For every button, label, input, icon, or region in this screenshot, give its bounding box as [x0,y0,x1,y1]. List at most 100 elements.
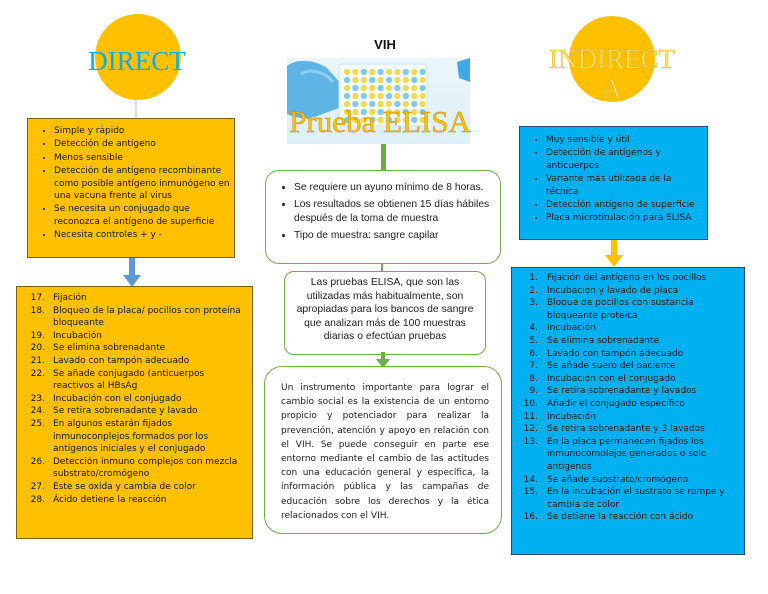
plate-well [402,84,409,92]
indirect-step-text: En la placa permanecen fijados los inmun… [547,436,707,472]
info-box: Las pruebas ELISA, que son las utilizada… [284,271,486,355]
plate-well [377,100,384,108]
indirect-step: 13.En la placa permanecen fijados los in… [512,436,740,474]
plate-well [343,116,351,124]
plate-well [394,100,401,108]
direct-step-number: 21. [30,355,45,366]
plate-well [419,100,426,108]
plate-well [385,68,393,76]
indirect-step-text: Añadir el conjugado específico [547,398,685,409]
indirect-step-number: 7. [529,361,538,372]
plate-well [377,76,384,84]
indirect-step-number: 8. [529,373,538,384]
plate-well [411,84,418,92]
direct-step-number: 28. [30,494,45,505]
plate-well [419,84,426,92]
plate-well [369,116,376,124]
plate-well [343,76,351,84]
plate-well [352,116,359,124]
plate-well [360,92,367,100]
plate-well [411,68,418,76]
requirement-item: Se requiere un ayuno mínimo de 8 horas. [294,181,494,196]
plate-well [402,68,409,76]
plate-well [402,108,409,116]
indirect-arrow [605,240,623,267]
indirect-step-text: Lavado con tampón adecuado [547,348,684,359]
plate-well [419,92,426,100]
elisa-title: Prueba ELISA [289,104,471,139]
indirect-step-text: Fijación del antígeno en los pocillos [547,273,707,283]
elisa-plate-image [287,58,470,144]
indirect-step-text: Bloque de pocillos con sustancia bloquea… [547,298,694,321]
direct-step-number: 27. [30,481,45,492]
indirect-step-number: 6. [529,348,538,359]
indirect-feature-item: Variante más utilizada de la técnica [546,173,703,198]
indirect-step: 16.Se detiene la reacción con ácido [512,511,740,524]
requirements-list: Se requiere un ayuno mínimo de 8 horas.L… [266,181,494,243]
direct-step-text: Se retira sobrenadante y lavado [53,406,198,417]
indirect-step: 7.Se añade suero del paciente [512,360,740,373]
indirect-step: 4.Incubación [512,322,740,335]
indirect-circle [569,16,655,102]
direct-feature-item: Simple y rápido [54,125,230,137]
indirect-step-number: 1. [529,273,538,283]
plate-well [377,108,384,116]
plate-well [352,76,359,84]
plate-well [394,68,401,76]
plate-well [411,76,418,84]
plate-well [419,76,426,84]
indirect-step: 6. Lavado con tampón adecuado [512,348,740,361]
indirect-step-number: 9. [529,386,538,397]
plate-well [402,92,409,100]
plate-well [343,100,351,108]
indirect-step: 11.Incubación [512,411,740,424]
direct-title: DIRECT [88,46,186,76]
direct-arrow [123,258,141,287]
plate-well [411,116,418,124]
plate-well [419,108,426,116]
plate-well [352,68,359,76]
plate-well [385,116,393,124]
plate-well [394,92,401,100]
plate-well [360,100,367,108]
indirect-features-list: Muy sensible y útilDetección de antígeno… [520,134,703,225]
indirect-step-text: Se elimina sobrenadante [547,335,660,346]
plate-well [402,116,409,124]
direct-step-text: Incubación [53,330,102,341]
plate-well [352,84,359,92]
indirect-step-number: 10. [523,398,538,409]
plate-well [369,76,376,84]
plate-well [352,108,359,116]
direct-step-text: Bloqueo de la placa/ pocillos con proteí… [53,305,241,329]
plate-well [352,100,359,108]
center-connector-2 [381,264,383,272]
direct-step: 23.Incubación con el conjugado [17,393,248,406]
center-arrow [376,352,390,368]
direct-feature-item: Menos sensible [54,152,230,164]
direct-step-text: Detección inmuno complejos con mezcla su… [53,456,238,480]
direct-step-number: 25. [30,418,45,429]
direct-step-number: 26. [30,456,45,467]
direct-step: 18.Bloqueo de la placa/ pocillos con pro… [17,305,248,330]
plate-well [385,76,393,84]
direct-step-text: Ácido detiene la reacción [53,494,167,505]
direct-step-number: 22. [30,368,45,379]
indirect-step: 12.Se retira sobrenadante y 3 lavados [512,423,740,436]
indirect-step: 5.Se elimina sobrenadante [512,335,740,348]
indirect-step-number: 12. [523,424,538,435]
plate-well [411,108,418,116]
plate-well [385,92,393,100]
plate-well [343,108,351,116]
plate-well [411,92,418,100]
indirect-step-number: 3. [529,298,538,309]
direct-step: 22. Se añade conjugado (anticuerpos react… [17,368,248,393]
direct-step-text: Se añade conjugado (anticuerpos reactivo… [53,368,205,392]
plate-well [360,116,367,124]
indirect-step-number: 15. [523,487,538,498]
direct-step-number: 24. [30,406,45,417]
plate-well [369,92,376,100]
indirect-features-box: Muy sensible y útilDetección de antígeno… [519,126,708,240]
plate-well [402,76,409,84]
